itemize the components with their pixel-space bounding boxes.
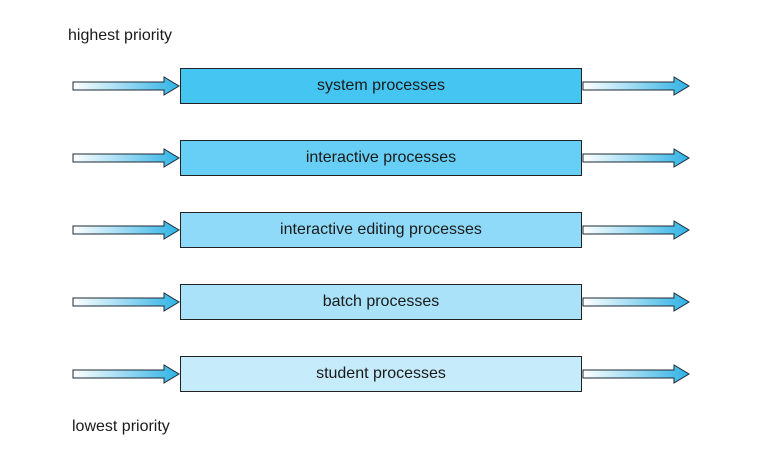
queue-interactive-editing-processes: interactive editing processes <box>180 212 582 248</box>
queue-label: system processes <box>316 77 446 94</box>
outgoing-arrow-icon <box>582 219 692 241</box>
queue-system-processes: system processes <box>180 68 582 104</box>
outgoing-arrow-icon <box>582 147 692 169</box>
queue-row-system: system processes <box>0 68 766 106</box>
queue-batch-processes: batch processes <box>180 284 582 320</box>
incoming-arrow-icon <box>72 291 182 313</box>
queue-label: batch processes <box>322 293 440 310</box>
incoming-arrow-icon <box>72 147 182 169</box>
outgoing-arrow-icon <box>582 75 692 97</box>
queue-student-processes: student processes <box>180 356 582 392</box>
incoming-arrow-icon <box>72 75 182 97</box>
incoming-arrow-icon <box>72 363 182 385</box>
queue-label: interactive processes <box>305 149 457 166</box>
queue-row-batch: batch processes <box>0 284 766 322</box>
outgoing-arrow-icon <box>582 291 692 313</box>
incoming-arrow-icon <box>72 219 182 241</box>
queue-row-student: student processes <box>0 356 766 394</box>
highest-priority-label: highest priority <box>68 27 173 44</box>
outgoing-arrow-icon <box>582 363 692 385</box>
lowest-priority-label: lowest priority <box>72 418 170 435</box>
queue-row-interactive: interactive processes <box>0 140 766 178</box>
queue-label: student processes <box>316 365 446 382</box>
queue-label: interactive editing processes <box>280 221 482 238</box>
queue-interactive-processes: interactive processes <box>180 140 582 176</box>
queue-row-interactive-editing: interactive editing processes <box>0 212 766 250</box>
